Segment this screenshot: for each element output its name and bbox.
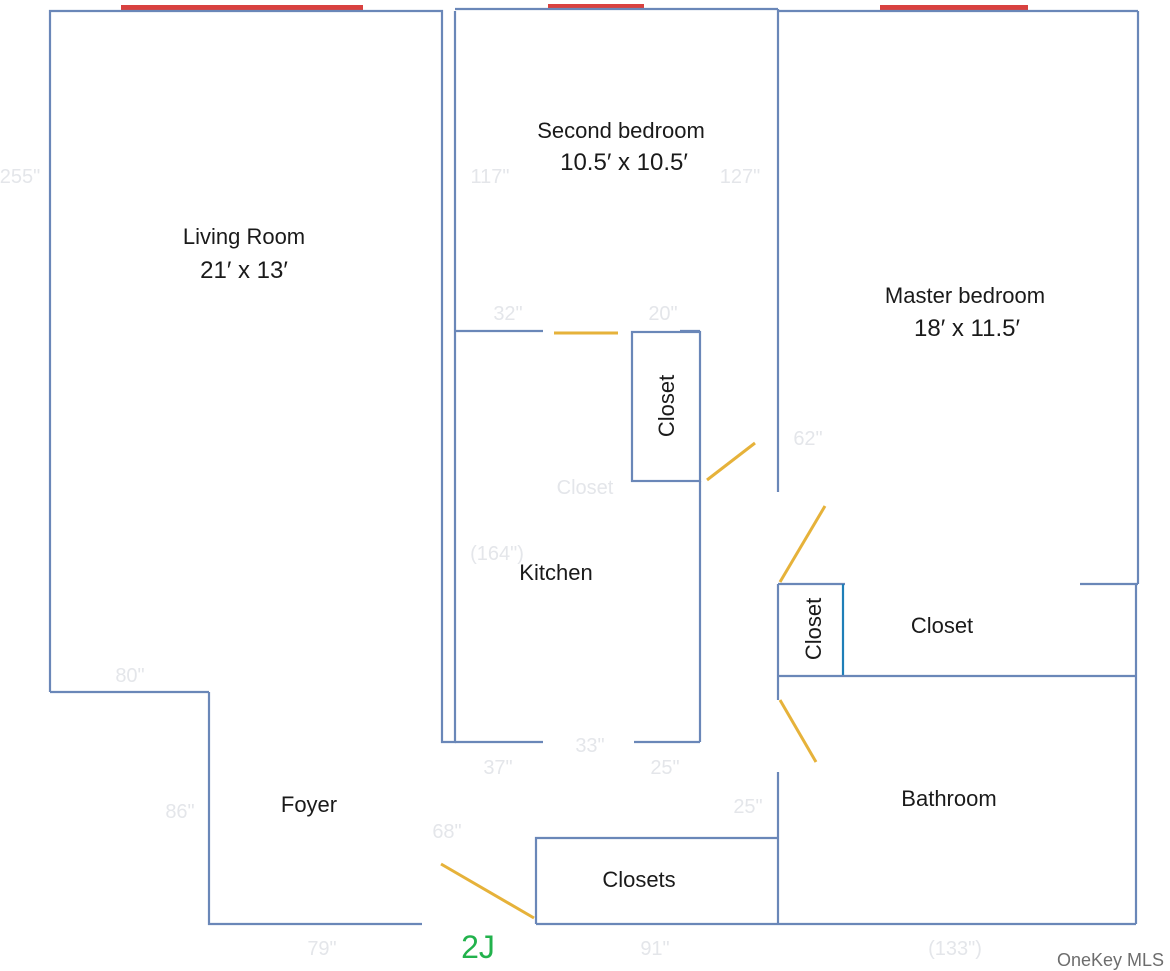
faint-measurement: 117" [471, 166, 510, 188]
entry-closets-box [534, 836, 778, 924]
faint-measurement: (133") [928, 938, 982, 960]
faint-measurement: 37" [483, 757, 512, 779]
faint-measurement: 86" [165, 801, 194, 823]
faint-measurement: Closet [557, 477, 614, 499]
faint-measurement: 127" [720, 166, 760, 188]
faint-measurement: 79" [307, 938, 336, 960]
faint-measurement: 91" [640, 938, 669, 960]
door-entry [440, 862, 535, 920]
master-closet-name: Closet [911, 613, 973, 638]
faint-measurement: 255" [0, 166, 40, 188]
kitchen-closet-name: Closet [654, 375, 679, 437]
door-kitchen-closet [706, 441, 756, 482]
living-room-dims: 21′ x 13′ [200, 257, 288, 284]
faint-measurement: 25" [733, 796, 762, 818]
doors [440, 331, 827, 920]
faint-measurement: 32" [493, 303, 522, 325]
windows [121, 4, 1028, 11]
foyer-name: Foyer [281, 792, 337, 817]
faint-measurement: (164") [470, 543, 524, 565]
living-room-name: Living Room [183, 224, 305, 249]
faint-measurement: 62" [793, 428, 822, 450]
door-bathroom [778, 699, 818, 763]
master-bedroom-name: Master bedroom [885, 283, 1045, 308]
faint-measurement: 33" [575, 735, 604, 757]
hall-closet-name: Closet [801, 598, 826, 660]
faint-measurement: 25" [650, 757, 679, 779]
living-room-wall [48, 9, 457, 744]
watermark: OneKey MLS [1057, 950, 1164, 970]
second-bedroom-dims: 10.5′ x 10.5′ [560, 149, 688, 176]
second-bedroom-name: Second bedroom [537, 118, 705, 143]
faint-measurement: 68" [432, 821, 461, 843]
kitchen-closet-box [630, 330, 702, 483]
foyer-wall [207, 692, 422, 926]
room-labels: Living Room 21′ x 13′ Second bedroom 10.… [183, 118, 1045, 892]
faint-measurement: 20" [648, 303, 677, 325]
master-bedroom-dims: 18′ x 11.5′ [914, 315, 1020, 342]
faint-measurements: 255" 117" 127" 32" 20" 62" (164") Closet… [0, 166, 982, 960]
bathroom-name: Bathroom [901, 786, 996, 811]
kitchen-name: Kitchen [519, 560, 592, 585]
faint-measurement: 80" [115, 665, 144, 687]
door-master-bedroom [778, 505, 827, 583]
walls [48, 7, 1140, 926]
entry-closets-name: Closets [602, 867, 675, 892]
unit-label: 2J [461, 929, 495, 965]
